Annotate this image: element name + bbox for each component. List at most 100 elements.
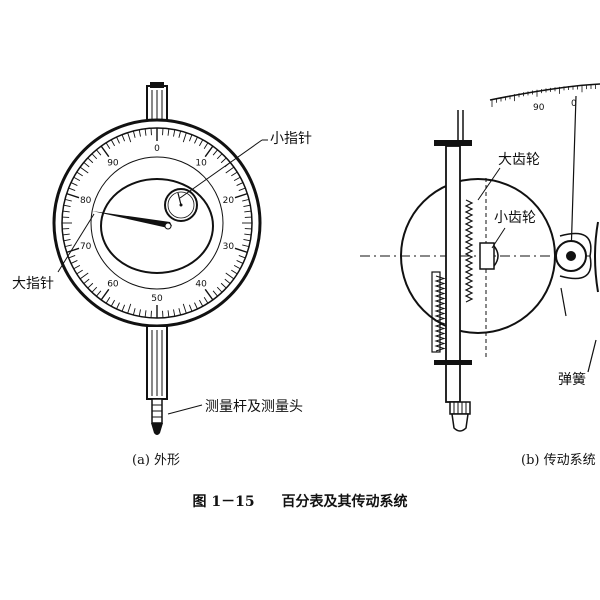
dial-tick xyxy=(198,299,204,307)
dial-tick xyxy=(194,302,198,310)
small-gear xyxy=(479,242,499,270)
dial-tick xyxy=(96,149,102,156)
dial-tick xyxy=(188,134,193,142)
dial-tick xyxy=(178,308,182,316)
dial-tick xyxy=(62,210,70,213)
dial-tick xyxy=(234,192,248,199)
dial-tick xyxy=(62,233,70,236)
dial-tick xyxy=(73,264,81,270)
dial-number: 0 xyxy=(154,144,160,154)
dial-tick xyxy=(70,182,78,186)
dial-number: 30 xyxy=(223,242,235,252)
dial-tick xyxy=(225,166,235,174)
dial-tick xyxy=(121,134,126,142)
dial-tick xyxy=(167,128,170,136)
dial-tick xyxy=(182,132,187,143)
transmission-system-view: 90 0 xyxy=(360,83,600,468)
dial-tick xyxy=(182,303,187,314)
dial-tick xyxy=(238,187,246,192)
dial-tick xyxy=(204,288,214,301)
dial-tick xyxy=(231,171,238,177)
dial-tick xyxy=(216,153,223,160)
dial-tick xyxy=(79,166,89,174)
dial-tick xyxy=(233,264,241,270)
dial-tick xyxy=(233,176,241,182)
dial-tick xyxy=(73,176,81,182)
small-pointer-subdial xyxy=(164,188,198,222)
dial-tick xyxy=(194,136,198,144)
dial-tick xyxy=(66,247,80,254)
dial-tick xyxy=(243,239,251,242)
dial-tick xyxy=(188,304,193,312)
dial-tick xyxy=(110,299,116,307)
dial-tick xyxy=(173,309,176,317)
dial-tick xyxy=(132,308,136,316)
dial-tick xyxy=(144,128,147,136)
dial-tick xyxy=(68,187,76,192)
dial-tick xyxy=(220,282,227,289)
figure-title: 百分表及其传动系统 xyxy=(281,493,407,510)
dial-tick xyxy=(138,309,141,317)
dial-tick xyxy=(243,204,251,207)
leader-lines-b xyxy=(477,167,506,249)
dial-tick xyxy=(105,142,111,149)
dial-tick xyxy=(138,129,141,137)
subcaption-b: (b) 传动系统 xyxy=(521,453,596,468)
dial-tick xyxy=(121,304,126,312)
subcaption-a: (a) 外形 xyxy=(132,453,180,468)
dial-tick xyxy=(212,290,218,297)
dial-number: 20 xyxy=(223,196,235,206)
dial-number: 60 xyxy=(107,280,119,290)
dial-tick xyxy=(231,269,238,275)
label-measuring-rod: 测量杆及测量头 xyxy=(205,399,303,415)
dial-number: 10 xyxy=(195,158,207,168)
dial-tick xyxy=(91,286,98,293)
dial-tick xyxy=(64,198,72,202)
dial-number: 70 xyxy=(80,242,92,252)
dial-tick xyxy=(127,132,132,143)
dial-tick xyxy=(234,247,248,254)
dial-tick xyxy=(105,297,111,304)
dial-tick xyxy=(225,272,235,280)
gauge-arc-ticks xyxy=(491,85,596,107)
dial-tick xyxy=(91,153,98,160)
big-pointer-needle xyxy=(92,211,172,230)
dial-tick xyxy=(87,157,94,164)
dial-tick xyxy=(224,278,231,284)
dial-tick xyxy=(198,139,204,147)
dial-tick xyxy=(116,302,120,310)
gauge-number-90: 90 xyxy=(533,103,545,113)
dial-tick xyxy=(216,286,223,293)
dial-tick xyxy=(236,260,244,264)
dial-tick xyxy=(167,310,170,318)
dial-tick xyxy=(178,130,182,138)
dial-tick xyxy=(220,157,227,164)
dial-number: 40 xyxy=(195,280,207,290)
spindle-rack xyxy=(431,110,487,432)
dial-tick xyxy=(63,239,71,242)
dial-tick xyxy=(83,278,90,284)
right-gear-arc xyxy=(594,221,599,293)
dial-tick xyxy=(127,303,132,314)
gauge-arc: 90 0 xyxy=(489,83,600,113)
label-small-pointer: 小指针 xyxy=(270,131,312,147)
dial-tick xyxy=(173,129,176,137)
figure-caption: 图 1－15 百分表及其传动系统 xyxy=(193,493,408,510)
dial-tick xyxy=(242,198,250,202)
dial-tick xyxy=(204,145,214,158)
dial-tick xyxy=(87,282,94,289)
dial-tick xyxy=(64,244,72,248)
dial-tick xyxy=(244,210,252,213)
figure-number: 图 1－15 xyxy=(193,494,255,510)
dial-number: 80 xyxy=(80,196,92,206)
dial-tick xyxy=(66,192,80,199)
dial-tick xyxy=(203,297,209,304)
label-big-gear: 大齿轮 xyxy=(498,152,540,168)
dial-tick xyxy=(212,149,218,156)
dial-tick xyxy=(116,136,120,144)
dial-tick xyxy=(110,139,116,147)
measuring-rod xyxy=(146,325,168,435)
